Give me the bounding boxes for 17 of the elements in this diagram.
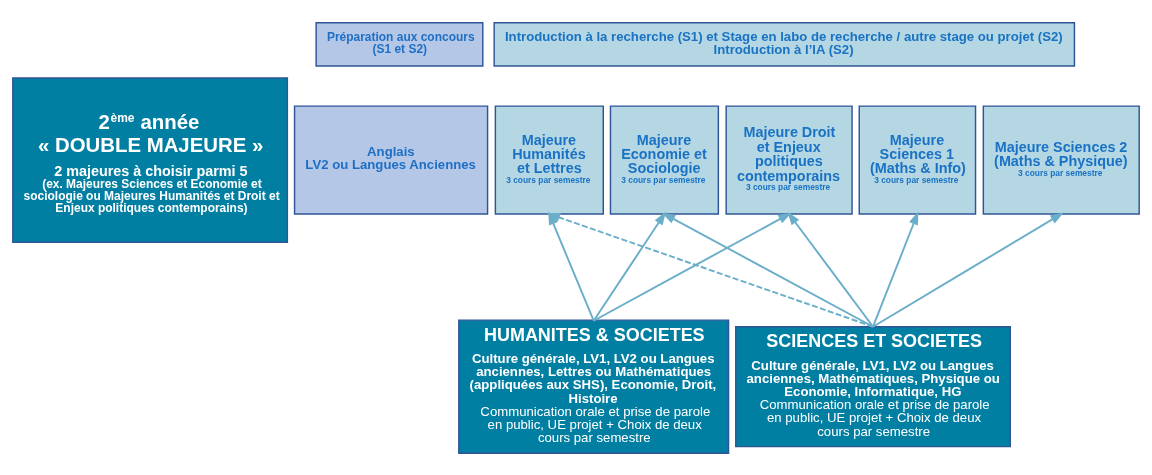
node-box: Majeure Droit et Enjeux politiques contemporains 3 cours par semestre <box>725 104 853 215</box>
node-box: HUMANITES & SOCIETES Culture générale, LV1, LV2 ou Langues anciennes, Lettres ou Mathématiques (appliquées aux SHS), Economie, Droit, Histoire Communication orale et prise de parole en public, UE projet + Choix de deux cours par semestre <box>458 318 730 454</box>
node-box: Majeure Humanités et Lettres 3 cours par semestre <box>494 104 604 215</box>
node-box: Majeure Sciences 1 (Maths & Info) 3 cours par semestre <box>858 104 977 215</box>
arrow <box>872 212 1064 328</box>
node-box: Majeure Sciences 2 (Maths & Physique) 3 cours par semestre <box>982 104 1140 215</box>
node-box: Préparation aux concours (S1 et S2) <box>315 21 484 67</box>
arrow <box>661 212 874 328</box>
arrow <box>592 212 792 322</box>
arrow <box>787 211 874 328</box>
arrow <box>592 211 667 322</box>
node-box: Introduction à la recherche (S1) et Stage en labo de recherche / autre stage ou projet (S2) Introduction à l’IA (S2) <box>493 21 1076 67</box>
node-box: 2$^{ème}$ année « DOUBLE MAJEURE » 2 majeures à choisir parmi 5 (ex. Majeures Sciences et Economie et sociologie ou Majeures Humanités et Droit et Enjeux politiques contemporains) <box>12 76 289 243</box>
arrow <box>872 210 919 328</box>
node-box: SCIENCES ET SOCIETES Culture générale, LV1, LV2 ou Langues anciennes, Mathématiques, Physique ou Economie, Informatique, HG Communication orale et prise de parole en public, UE projet + Choix de deux cours par semestre <box>735 325 1012 447</box>
node-box: Majeure Economie et Sociologie 3 cours par semestre <box>609 104 720 215</box>
node-box: Anglais LV2 ou Langues Anciennes <box>293 104 489 215</box>
